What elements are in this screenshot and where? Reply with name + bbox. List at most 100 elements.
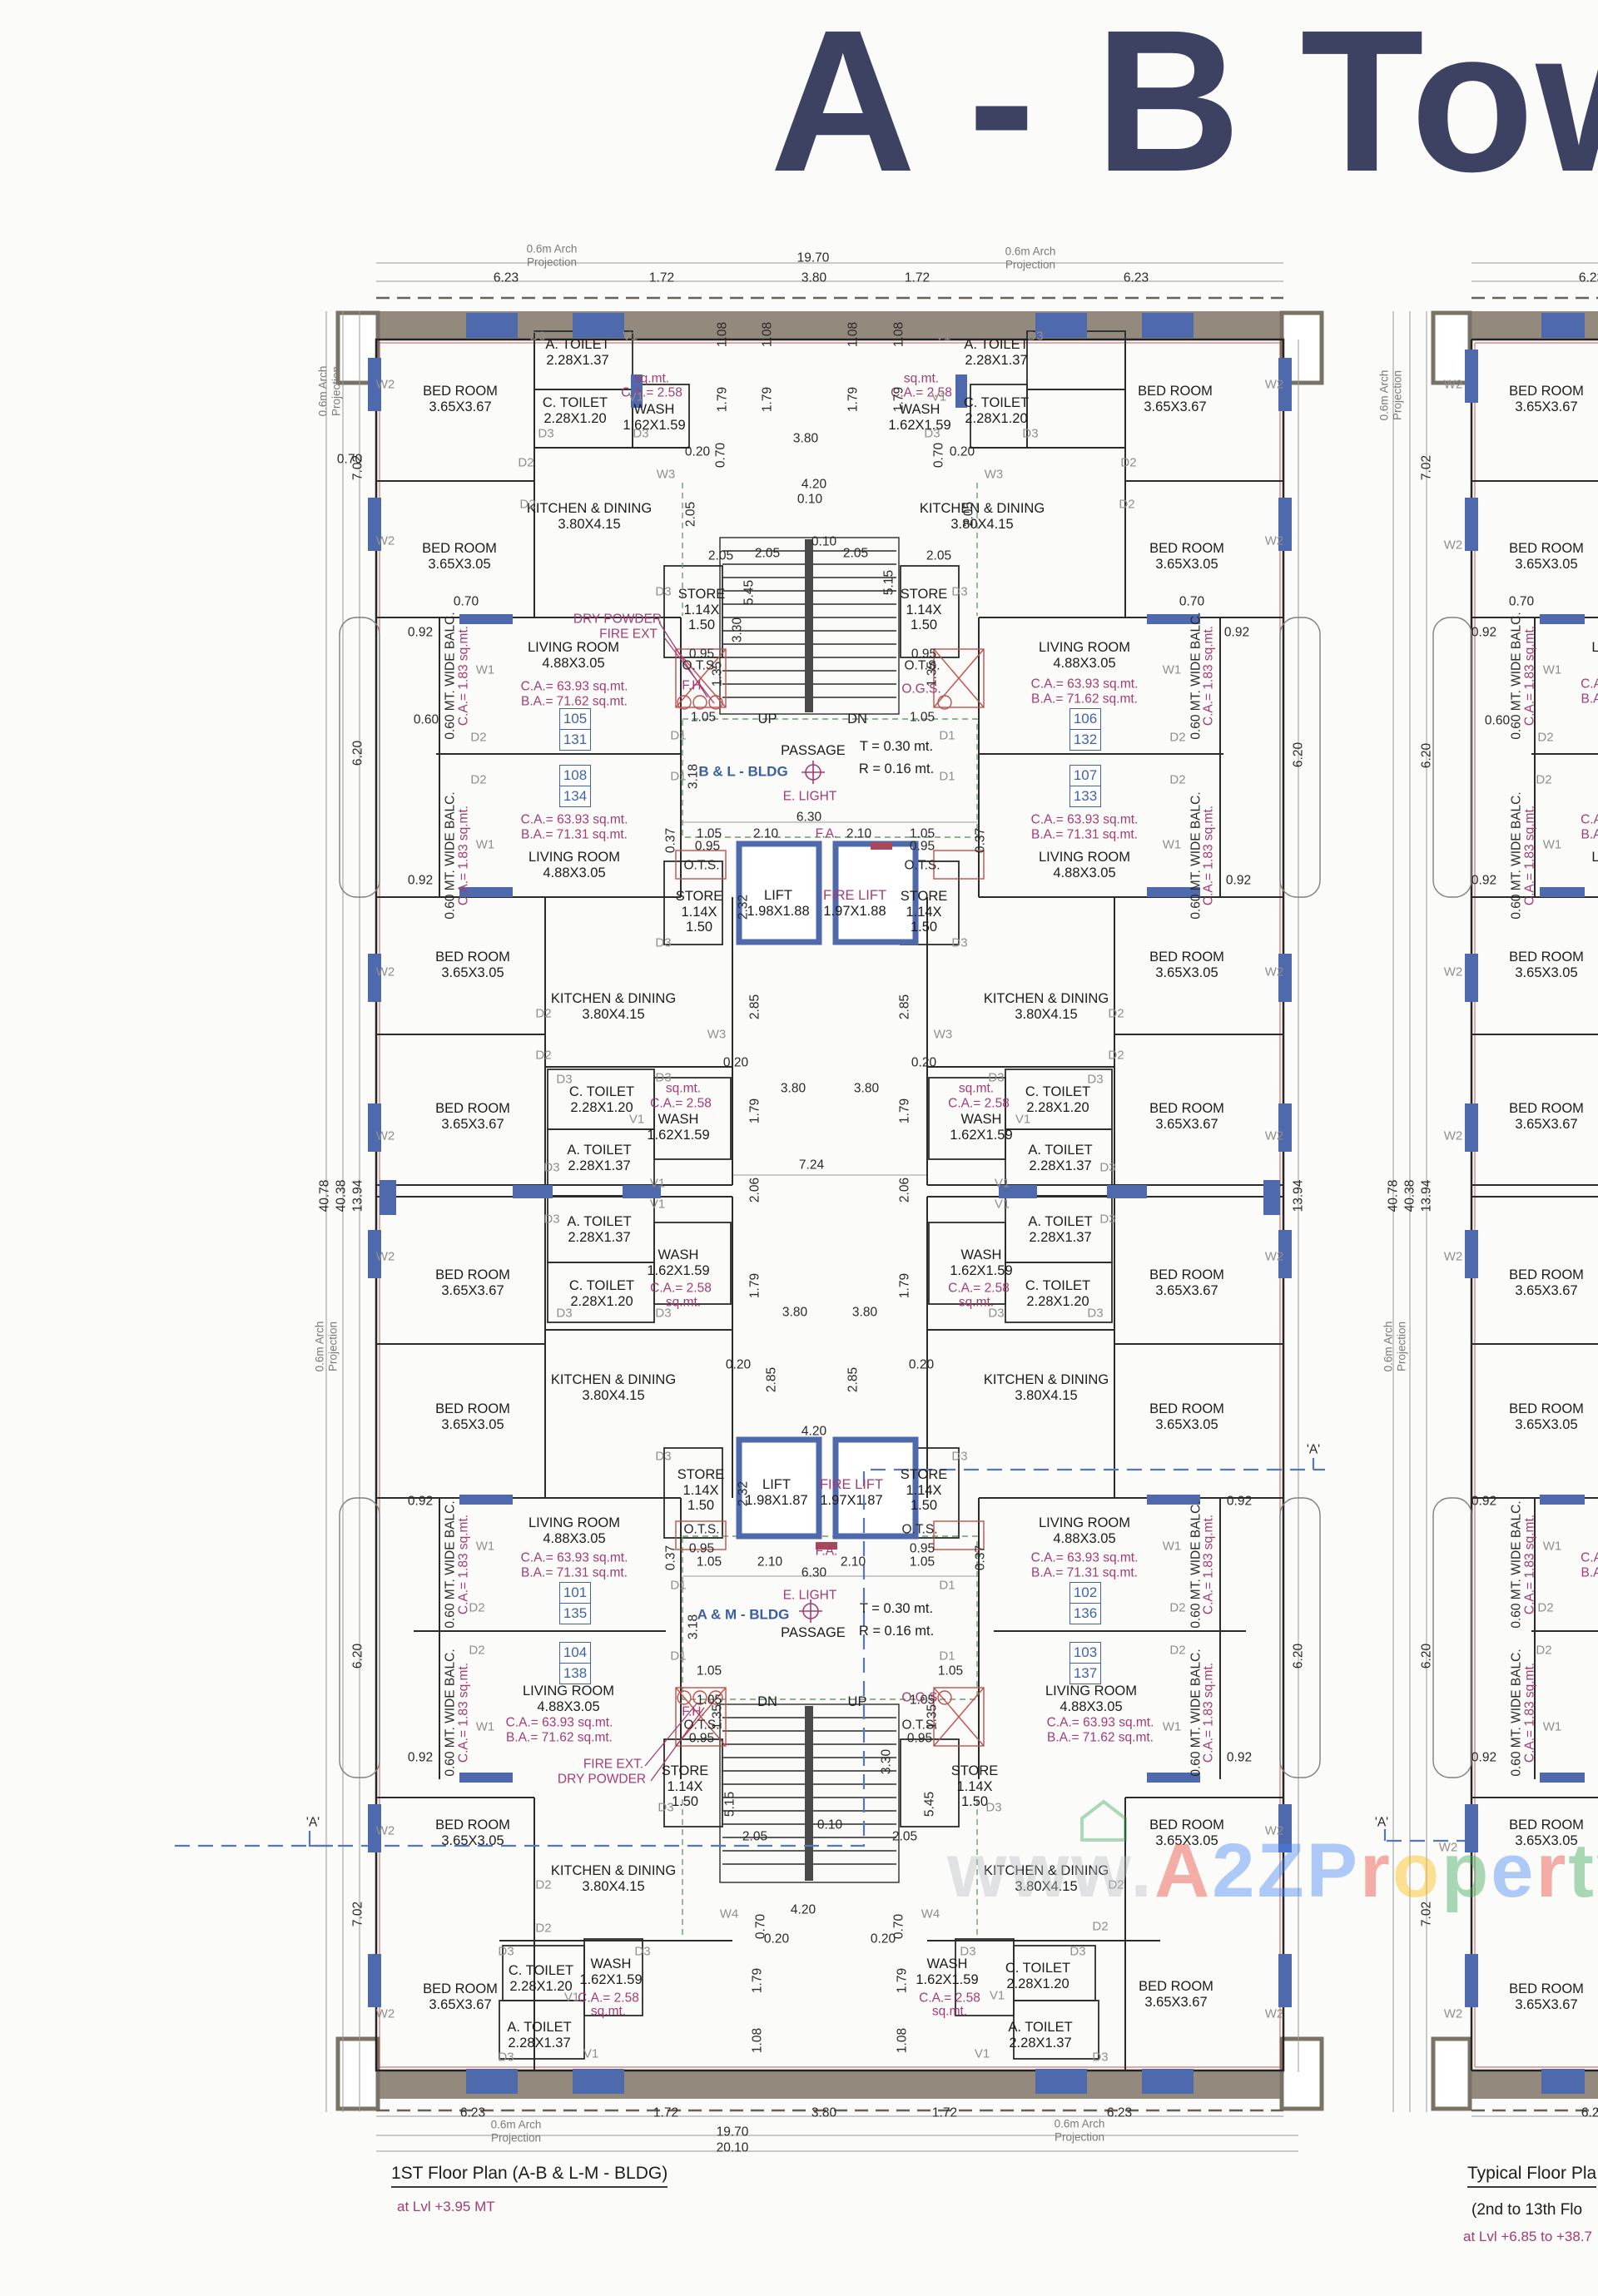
plan-label: UP: [847, 1693, 867, 1709]
plan-label: W2: [1264, 1249, 1284, 1264]
plan-label: 2.28X1.37: [1009, 2035, 1072, 2051]
plan-label: 1.62X1.59: [950, 1262, 1013, 1278]
plan-label: C.A.= 1.83 sq.mt.: [1201, 625, 1216, 726]
plan-label: 0.60 MT. WIDE BALC.: [1509, 791, 1524, 920]
plan-label: 2.28X1.37: [1029, 1158, 1092, 1173]
unit-number-top: 108: [560, 766, 590, 786]
plan-label: B.A: [1581, 692, 1598, 707]
watermark-letter: w: [1071, 1828, 1131, 1913]
plan-label: 3.80: [780, 1081, 806, 1096]
plan-label: 6.30: [801, 1565, 827, 1580]
plan-label: 3.80X4.15: [582, 1878, 645, 1894]
plan-label: W1: [1162, 1719, 1182, 1734]
plan-label: 5.15: [722, 1791, 737, 1817]
plan-label: 1.62X1.59: [623, 417, 686, 433]
plan-label: STORE: [677, 586, 726, 602]
unit-number-top: 101: [560, 1583, 590, 1604]
plan-label: STORE: [677, 1466, 725, 1482]
plan-label: LIVING ROOM: [1038, 1515, 1131, 1530]
plan-label: 1.14X: [906, 602, 942, 617]
plan-label: 3.65X3.67: [1155, 1116, 1218, 1132]
plan-label: 1.79: [715, 386, 730, 413]
plan-label: D3: [988, 1306, 1005, 1321]
plan-label: D2: [535, 1877, 552, 1892]
plan-label: F.H.: [682, 1704, 705, 1719]
plan-label: LIVING ROOM: [1045, 1683, 1138, 1698]
plan-label: V1: [649, 1197, 666, 1212]
plan-label: 0.60 MT. WIDE BALC.: [443, 1649, 458, 1777]
plan-label: 6.23: [493, 270, 519, 285]
unit-number-top: 102: [1070, 1583, 1100, 1604]
plan-label: BED ROOM: [1509, 383, 1584, 399]
plan-label: Projection: [490, 2131, 542, 2145]
plan-label: 2.10: [840, 1555, 866, 1570]
unit-number-top: 106: [1070, 709, 1100, 730]
plan-label: 1.35: [710, 1703, 725, 1730]
unit-number-bottom: 134: [563, 788, 588, 804]
plan-label: 1.62X1.59: [916, 1971, 979, 1987]
plan-label: 2.05: [891, 1829, 918, 1844]
plan-label: 0.6m Arch: [1054, 2117, 1105, 2130]
plan-label: 1.72: [904, 270, 931, 285]
plan-label: V1: [1015, 1112, 1031, 1127]
plan-label: 2.28X1.37: [965, 352, 1028, 368]
plan-label: 2.85: [764, 1366, 779, 1393]
plan-label: 1.50: [910, 1497, 938, 1513]
plan-label: 0.37: [663, 827, 678, 854]
fire-alarm-block: [816, 1542, 837, 1550]
plan-label: 0.92: [1471, 625, 1497, 640]
plan-label: 3.80X4.15: [582, 1387, 645, 1403]
plan-label: 0.95: [688, 1731, 715, 1746]
plan-label: 0.92: [1223, 625, 1250, 640]
watermark-letter: e: [1491, 1828, 1536, 1913]
plan-label: B.A.= 71.62 sq.mt.: [521, 694, 628, 709]
plan-label: KITCHEN & DINING: [983, 990, 1109, 1006]
plan-label: W2: [375, 533, 395, 548]
plan-label: D2: [1536, 1643, 1552, 1658]
plan-label: C.A.= 1.83 sq.mt.: [456, 1662, 471, 1763]
unit-number-top: 104: [560, 1643, 590, 1664]
plan-label: 3.65X3.67: [441, 1282, 504, 1298]
plan-label: W1: [1162, 837, 1182, 852]
plan-label: B.A.= 71.31 sq.mt.: [521, 1565, 628, 1580]
plan-label: B.A.= 71.62 sq.mt.: [1047, 1730, 1154, 1745]
plan-label: C.A.= 2.58: [919, 1991, 980, 2006]
plan-label: D3: [543, 1212, 560, 1227]
plan-label: 1.50: [910, 617, 938, 632]
plan-label: LIFT: [762, 1476, 791, 1492]
plan-label: 0.92: [407, 625, 434, 640]
plan-label: BED ROOM: [1138, 383, 1213, 399]
plan-label: 0.10: [816, 1817, 843, 1832]
plan-label: 0.70: [753, 1913, 768, 1940]
plan-label: 3.65X3.05: [428, 556, 491, 572]
plan-label: V1: [628, 389, 644, 404]
plan-label: 3.65X3.67: [1515, 1116, 1578, 1132]
unit-number-top: 105: [560, 709, 590, 730]
plan-label: KITCHEN & DINING: [919, 500, 1045, 516]
plan-label: 4.20: [790, 1902, 816, 1917]
plan-label: C.A.= 1.83 sq.mt.: [1522, 805, 1537, 906]
plan-label: 3.65X3.05: [441, 1416, 504, 1432]
left-plan-level-note: at Lvl +3.95 MT: [397, 2199, 495, 2214]
unit-number-top: 103: [1070, 1643, 1100, 1664]
plan-label: C.A.= 1.83 sq.mt.: [1201, 1662, 1216, 1763]
plan-label: 0.20: [870, 1932, 896, 1946]
watermark-letter: p: [1442, 1828, 1491, 1913]
plan-label: 1.08: [715, 321, 730, 348]
plan-label: 2.05: [842, 546, 869, 561]
plan-label: W2: [1443, 2006, 1463, 2021]
plan-label: 0.92: [1471, 1750, 1497, 1765]
plan-label: 1.50: [685, 919, 713, 935]
plan-label: D2: [1536, 772, 1552, 787]
plan-label: W2: [1443, 538, 1463, 553]
plan-label: KITCHEN & DINING: [983, 1862, 1109, 1878]
plan-label: D2: [1537, 730, 1554, 745]
plan-label: W2: [1264, 377, 1284, 392]
plan-label: 1.97X1.88: [823, 903, 886, 919]
plan-label: Projection: [1005, 258, 1056, 271]
plan-label: C.A.= 63.93 sq.mt.: [1030, 677, 1139, 692]
plan-label: 6.20: [1419, 1643, 1434, 1669]
plan-label: 4.88X3.05: [542, 655, 605, 671]
plan-label: 1.35: [710, 661, 725, 687]
plan-label: PASSAGE: [781, 1624, 846, 1640]
